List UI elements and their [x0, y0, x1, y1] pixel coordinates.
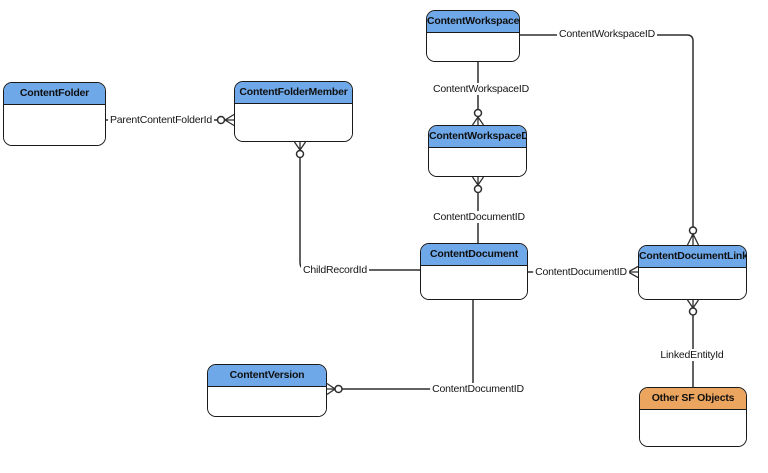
entity-content-workspace-doc: ContentWorkspaceDoc	[428, 125, 527, 177]
connector-content-document-id-version	[326, 300, 474, 396]
entity-content-folder-member-title: ContentFolderMember	[235, 82, 352, 104]
entity-content-folder-member-body	[235, 104, 352, 141]
entity-content-folder-body	[4, 105, 105, 145]
entity-content-version-title: ContentVersion	[208, 365, 326, 387]
entity-content-folder-title: ContentFolder	[4, 83, 105, 105]
entity-content-document-body	[421, 266, 527, 299]
relationship-label-parent-content-folder-id: ParentContentFolderId	[107, 114, 215, 126]
entity-content-document-link-title: ContentDocumentLink	[639, 246, 746, 268]
connector-child-record-id	[293, 141, 420, 271]
entity-other-sf-objects-title: Other SF Objects	[640, 388, 746, 410]
entity-other-sf-objects: Other SF Objects	[639, 387, 747, 447]
entity-content-workspace: ContentWorkspace	[426, 10, 520, 62]
entity-content-folder-member: ContentFolderMember	[234, 81, 353, 142]
entity-content-document-title: ContentDocument	[421, 244, 527, 266]
connector-content-workspace-id-horizontal	[520, 34, 700, 246]
entity-content-workspace-doc-body	[429, 148, 526, 176]
entity-content-workspace-title: ContentWorkspace	[427, 11, 519, 33]
relationship-label-content-workspace-id-vertical: ContentWorkspaceID	[430, 83, 532, 95]
entity-content-folder: ContentFolder	[3, 82, 106, 146]
relationship-label-linked-entity-id: LinkedEntityId	[658, 349, 726, 361]
entity-content-version-body	[208, 387, 326, 416]
relationship-label-content-document-id-workspace-doc: ContentDocumentID	[431, 211, 527, 223]
relationship-label-content-document-id-version: ContentDocumentID	[430, 383, 526, 395]
entity-content-workspace-body	[427, 33, 519, 61]
entity-content-workspace-doc-title: ContentWorkspaceDoc	[429, 126, 526, 148]
connector-linked-entity-id	[686, 299, 700, 387]
relationship-label-child-record-id: ChildRecordId	[301, 264, 369, 276]
relationship-label-content-document-id-link: ContentDocumentID	[533, 266, 629, 278]
entity-other-sf-objects-body	[640, 410, 746, 446]
relationship-label-content-workspace-id-horizontal: ContentWorkspaceID	[556, 28, 658, 40]
connector-content-document-id-workspace-doc	[471, 176, 485, 243]
entity-content-document-link-body	[639, 268, 746, 299]
entity-content-document: ContentDocument	[420, 243, 528, 300]
entity-content-document-link: ContentDocumentLink	[638, 245, 747, 300]
entity-content-version: ContentVersion	[207, 364, 327, 417]
